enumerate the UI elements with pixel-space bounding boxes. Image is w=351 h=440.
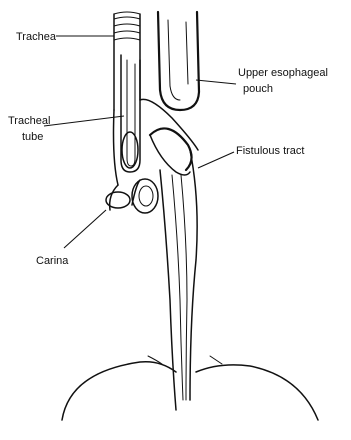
fistulous-tract — [140, 99, 198, 410]
tracheal-tube-leader — [44, 116, 124, 126]
tracheal-tube-label-line2: tube — [22, 131, 43, 143]
trachea-label: Trachea — [16, 31, 57, 43]
tracheal-tube-label-line1: Tracheal — [8, 115, 50, 127]
fistulous-tract-leader — [198, 152, 234, 168]
upper-pouch-label-line2: pouch — [243, 83, 273, 95]
carina-label: Carina — [36, 255, 69, 267]
pouch-leader — [196, 80, 236, 84]
tracheal-tube — [121, 55, 140, 172]
fistulous-tract-label: Fistulous tract — [236, 145, 304, 157]
carina — [106, 110, 158, 213]
upper-esophageal-pouch — [158, 12, 199, 110]
upper-pouch-label-line1: Upper esophageal — [238, 67, 328, 79]
carina-leader — [64, 210, 106, 248]
